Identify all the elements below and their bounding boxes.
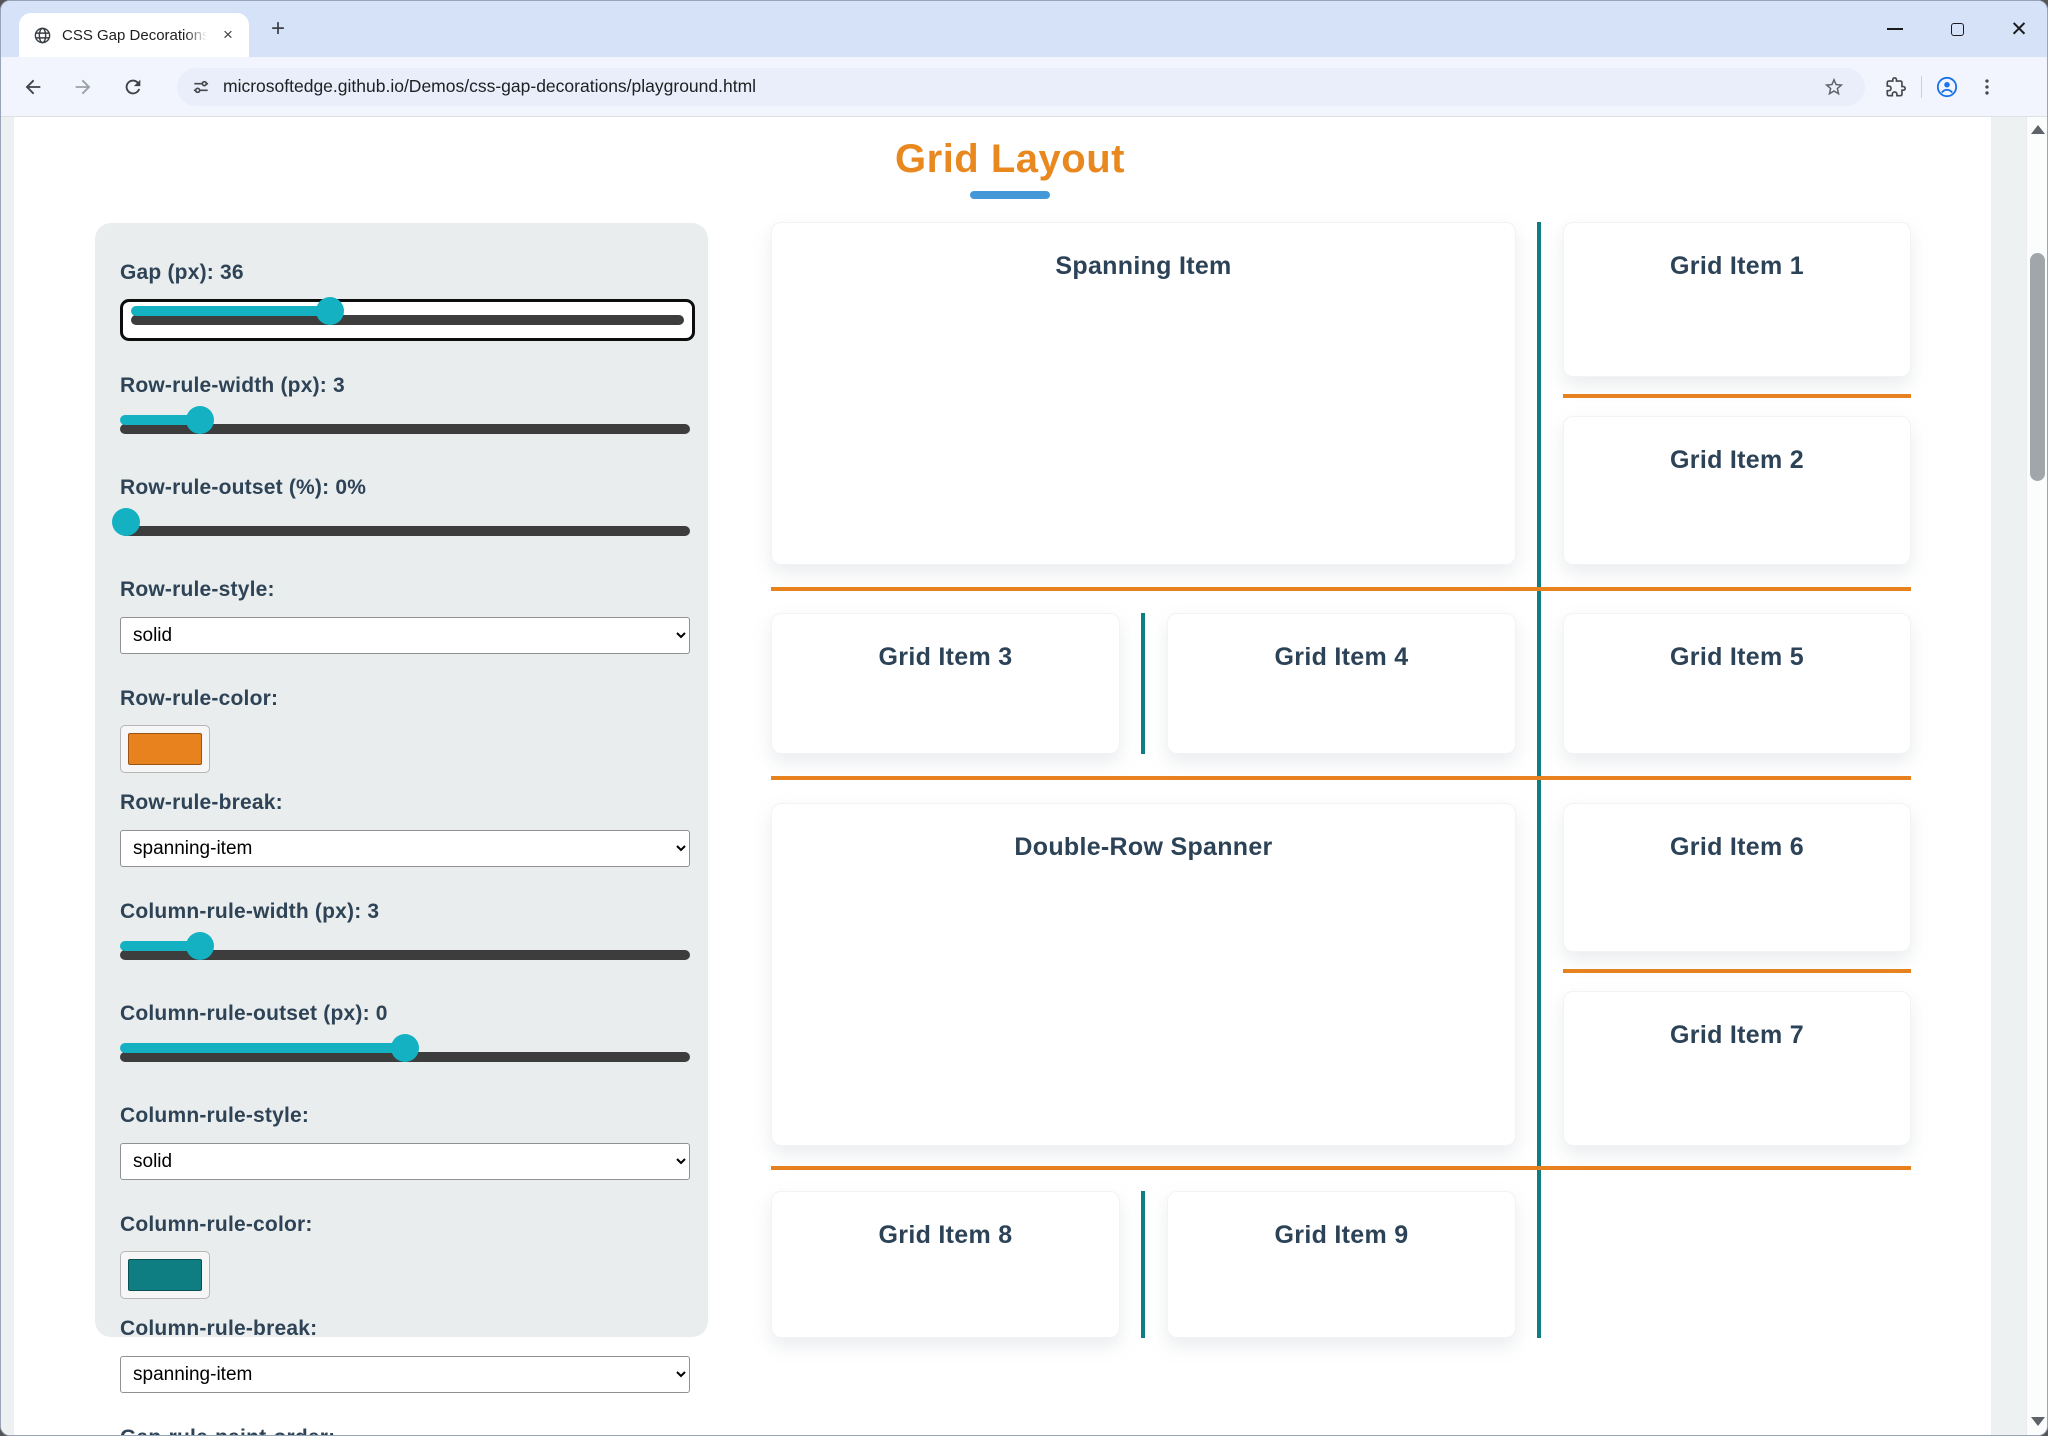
row-rule (771, 587, 1911, 591)
page-content: Grid Layout Gap (px): 36 Row-rule-width … (1, 117, 2047, 1435)
browser-toolbar: microsoftedge.github.io/Demos/css-gap-de… (1, 57, 2047, 117)
profile-avatar-icon[interactable] (1930, 70, 1964, 104)
column-rule-style-select[interactable]: solid (120, 1143, 690, 1180)
grid-card-spanning-item: Spanning Item (771, 222, 1516, 565)
right-gutter (1991, 117, 2026, 1435)
column-rule-color-picker[interactable] (120, 1251, 210, 1299)
grid-demo: Spanning Item Grid Item 1 Grid Item 2 Gr… (771, 222, 1911, 1338)
column-rule-outset-slider-thumb[interactable] (391, 1034, 419, 1062)
row-rule-width-slider-thumb[interactable] (185, 406, 214, 434)
column-rule-color-label: Column-rule-color: (120, 1213, 313, 1236)
title-underline (970, 191, 1050, 199)
row-rule-width-slider[interactable] (120, 406, 690, 443)
row-rule (1563, 969, 1911, 973)
grid-card-6: Grid Item 6 (1563, 803, 1911, 952)
grid-card-2: Grid Item 2 (1563, 416, 1911, 565)
grid-card-8: Grid Item 8 (771, 1191, 1120, 1338)
menu-kebab-icon[interactable] (1970, 70, 2004, 104)
row-rule-width-label: Row-rule-width (px): 3 (120, 374, 345, 397)
column-rule-break-select[interactable]: spanning-item (120, 1356, 690, 1393)
left-gutter (1, 117, 14, 1435)
column-rule-width-slider-thumb[interactable] (185, 932, 214, 960)
grid-card-5: Grid Item 5 (1563, 613, 1911, 754)
gap-label: Gap (px): 36 (120, 261, 244, 284)
url-text: microsoftedge.github.io/Demos/css-gap-de… (223, 76, 757, 96)
row-rule-color-picker[interactable] (120, 725, 210, 773)
grid-card-3: Grid Item 3 (771, 613, 1120, 754)
grid-card-double-row-spanner: Double-Row Spanner (771, 803, 1516, 1146)
column-rule (1537, 222, 1541, 1338)
grid-card-4: Grid Item 4 (1167, 613, 1516, 754)
forward-button[interactable] (65, 69, 101, 105)
column-rule-width-slider[interactable] (120, 932, 690, 969)
grid-card-7: Grid Item 7 (1563, 991, 1911, 1146)
row-rule-color-label: Row-rule-color: (120, 687, 279, 710)
column-rule-outset-label: Column-rule-outset (px): 0 (120, 1002, 388, 1025)
page-title: Grid Layout (895, 137, 1125, 181)
scrollbar-thumb[interactable] (2030, 253, 2045, 481)
row-rule-break-label: Row-rule-break: (120, 791, 283, 814)
gap-slider[interactable] (131, 297, 684, 334)
row-rule (771, 776, 1911, 780)
extensions-icon[interactable] (1879, 70, 1913, 104)
row-rule-outset-slider[interactable] (111, 508, 690, 545)
browser-tab[interactable]: CSS Gap Decorations playgroun × (19, 13, 249, 57)
row-rule (771, 1166, 1911, 1170)
grid-card-9: Grid Item 9 (1167, 1191, 1516, 1338)
minimize-button[interactable] (1881, 15, 1909, 43)
row-rule-outset-label: Row-rule-outset (%): 0% (120, 476, 367, 499)
window-controls: ✕ (1881, 1, 2033, 57)
gap-slider-thumb[interactable] (316, 297, 345, 325)
scroll-up-arrow[interactable] (2031, 125, 2045, 134)
favicon-globe-icon (33, 26, 52, 45)
scroll-down-arrow[interactable] (2031, 1417, 2045, 1426)
column-rule-break-label: Column-rule-break: (120, 1317, 318, 1340)
row-rule-outset-slider-thumb[interactable] (111, 508, 140, 536)
column-rule (1141, 613, 1145, 754)
toolbar-separator (1921, 75, 1922, 98)
maximize-button[interactable] (1943, 15, 1971, 43)
gap-rule-paint-order-label: Gap-rule-paint-order: (120, 1426, 683, 1435)
tab-strip: CSS Gap Decorations playgroun × + ✕ (1, 1, 2047, 57)
back-button[interactable] (15, 69, 51, 105)
column-rule-outset-slider[interactable] (120, 1034, 690, 1071)
row-rule (1563, 394, 1911, 398)
controls-panel: Gap (px): 36 Row-rule-width (px): 3 Row-… (95, 223, 708, 1435)
close-button[interactable]: ✕ (2010, 17, 2028, 41)
url-bar[interactable]: microsoftedge.github.io/Demos/css-gap-de… (177, 67, 1865, 106)
grid-card-1: Grid Item 1 (1563, 222, 1911, 377)
bookmark-star-icon[interactable] (1817, 70, 1851, 104)
row-rule-style-label: Row-rule-style: (120, 578, 275, 601)
tab-close-icon[interactable]: × (223, 25, 233, 44)
tab-title: CSS Gap Decorations playgroun (62, 26, 207, 44)
reload-button[interactable] (115, 69, 151, 105)
column-rule-width-label: Column-rule-width (px): 3 (120, 900, 380, 923)
new-tab-button[interactable]: + (270, 15, 285, 42)
row-rule-style-select[interactable]: solid (120, 617, 690, 654)
site-settings-icon[interactable] (191, 77, 211, 97)
column-rule-style-label: Column-rule-style: (120, 1104, 310, 1127)
column-rule (1141, 1191, 1145, 1338)
gap-slider-focus-ring (120, 297, 695, 341)
row-rule-break-select[interactable]: spanning-item (120, 830, 690, 867)
